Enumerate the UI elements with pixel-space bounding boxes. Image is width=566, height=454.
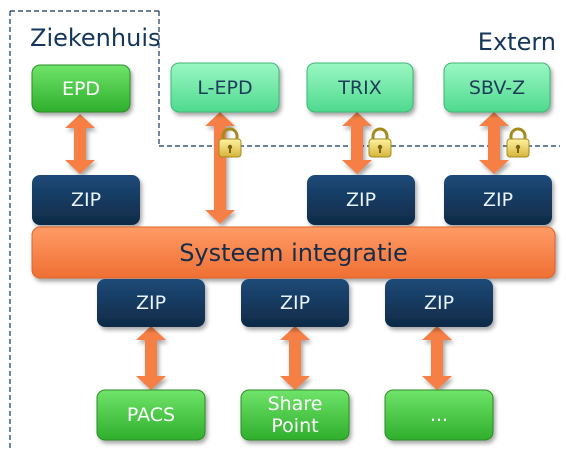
epd-arrow bbox=[65, 114, 95, 174]
zip-box-sbv-z bbox=[444, 175, 552, 225]
lock-icon bbox=[218, 127, 242, 158]
zip-box-pacs bbox=[97, 279, 205, 327]
l-epd-box bbox=[170, 62, 280, 113]
lock-icon bbox=[368, 127, 392, 158]
pacs-box bbox=[96, 389, 206, 441]
trix-box bbox=[306, 62, 414, 113]
lock-icon bbox=[506, 127, 530, 158]
more-box bbox=[384, 389, 494, 441]
systeem-integratie-bar bbox=[31, 226, 556, 279]
zip-box-trix bbox=[307, 175, 415, 225]
zip-box-more bbox=[385, 279, 493, 327]
more-arrow bbox=[422, 326, 452, 390]
l-epd-arrow bbox=[205, 112, 235, 224]
sbv-z-box bbox=[443, 62, 551, 113]
sharepoint-box bbox=[240, 389, 350, 441]
zip-box-sharepoint bbox=[241, 279, 349, 327]
pacs-arrow bbox=[136, 326, 166, 390]
trix-arrow bbox=[342, 112, 372, 174]
sharepoint-arrow bbox=[280, 326, 310, 390]
epd-box bbox=[31, 64, 131, 113]
zip-box-epd bbox=[32, 175, 140, 225]
sbv-z-arrow bbox=[479, 112, 509, 174]
